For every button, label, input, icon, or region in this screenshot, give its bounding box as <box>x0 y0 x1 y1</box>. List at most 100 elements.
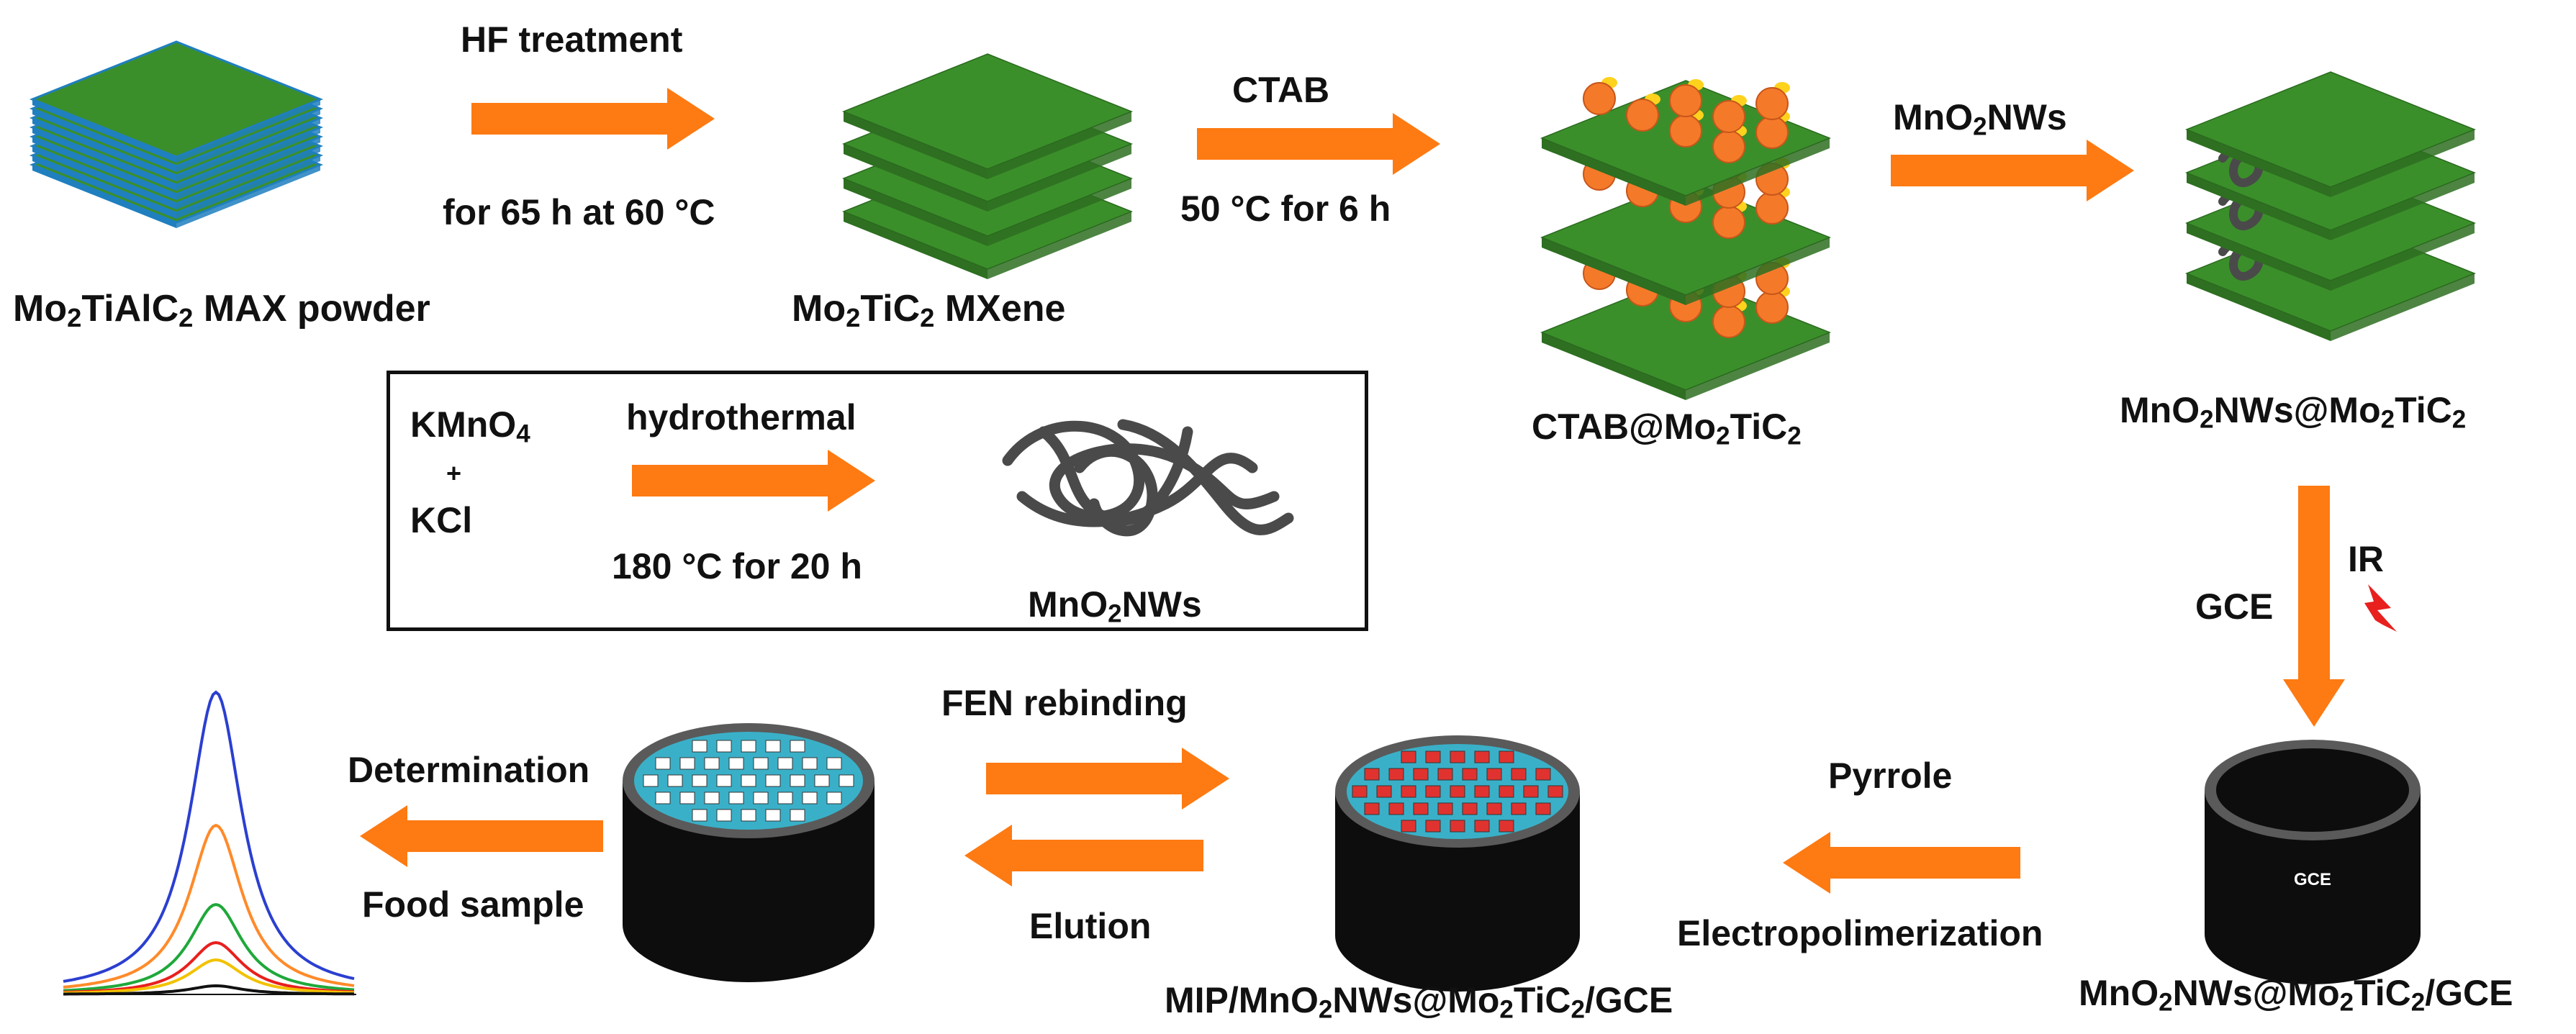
recognition-site <box>1462 802 1478 815</box>
recognition-site <box>1450 785 1465 798</box>
recognition-site <box>802 757 818 770</box>
recognition-site <box>1425 785 1441 798</box>
max-layer-edge <box>176 127 320 191</box>
max-layer-edge <box>32 155 176 219</box>
kmno4-label: KMnO4 <box>410 404 530 448</box>
recognition-site <box>716 774 732 787</box>
recognition-site <box>790 809 805 822</box>
recognition-site <box>1364 768 1380 781</box>
mno2-mxene-label: MnO2NWs@Mo2TiC2 <box>2120 390 2467 434</box>
max-layer-edge <box>176 109 320 172</box>
dpv-curves <box>63 690 356 996</box>
recognition-site <box>679 757 695 770</box>
process-arrow <box>1197 113 1440 175</box>
dpv-curve <box>63 984 355 996</box>
ctab-micelle <box>1755 116 1789 149</box>
recognition-site <box>814 774 830 787</box>
determination-label: Determination <box>348 750 590 790</box>
max-powder-label: Mo2TiAlC2 MAX powder <box>13 288 430 332</box>
recognition-site <box>777 757 793 770</box>
sheet-edge-left <box>2187 273 2331 341</box>
recognition-site <box>1413 802 1429 815</box>
recognition-site <box>728 757 744 770</box>
recognition-site <box>692 774 708 787</box>
recognition-site <box>1474 820 1490 833</box>
mno2-synthesis-inset <box>387 371 1368 631</box>
process-arrows <box>360 88 2345 894</box>
sheet-edge-left <box>2187 223 2331 291</box>
recognition-site <box>643 774 659 787</box>
sheet-edge-left <box>844 212 988 279</box>
dpv-curve <box>63 940 355 994</box>
max-layer-edge <box>176 155 320 219</box>
sheet-top <box>841 53 1134 170</box>
sheet-top <box>2184 71 2477 188</box>
process-arrow <box>1891 140 2134 201</box>
recognition-site <box>1437 802 1453 815</box>
sheet-edge-right <box>2331 223 2475 291</box>
process-arrow <box>2283 486 2345 727</box>
gce-body-text: GCE <box>2294 870 2331 889</box>
sheet-edge-right <box>1686 237 1830 305</box>
ctab-micelle <box>1669 84 1702 117</box>
nanowire-strand <box>1074 445 1158 537</box>
ir-label: IR <box>2348 539 2384 579</box>
max-layer-edge <box>32 99 176 163</box>
recognition-site <box>765 809 781 822</box>
recognition-site <box>1499 750 1514 763</box>
recognition-site <box>1523 785 1539 798</box>
sheet-edge-left <box>844 144 988 212</box>
mno2-mxene-gce-label: MnO2NWs@Mo2TiC2/GCE <box>2079 973 2513 1017</box>
recognition-site <box>741 740 756 753</box>
recognition-site <box>1499 785 1514 798</box>
elution-label: Elution <box>1029 906 1152 946</box>
recognition-site <box>1401 785 1416 798</box>
recognition-site <box>1352 785 1368 798</box>
mno2-step-label: MnO2NWs <box>1893 97 2067 141</box>
recognition-site <box>1425 750 1441 763</box>
sheet-edge-right <box>2331 273 2475 341</box>
dpv-curve <box>63 902 355 992</box>
max-layer-edge <box>176 165 320 228</box>
recognition-site <box>1437 768 1453 781</box>
sheet-edge-left <box>2187 173 2331 240</box>
recognition-site <box>741 774 756 787</box>
recognition-site <box>1413 768 1429 781</box>
recognition-site <box>1535 768 1551 781</box>
recognition-site <box>826 792 842 804</box>
ctab-micelle <box>1712 305 1745 338</box>
ctab-micelle <box>1712 130 1745 163</box>
recognition-site <box>1364 802 1380 815</box>
recognition-site <box>655 757 671 770</box>
recognition-site <box>692 740 708 753</box>
gce-electrode: GCE <box>2205 740 2421 984</box>
ctab-step-label: CTAB <box>1232 70 1330 110</box>
process-arrow <box>1783 832 2020 894</box>
ctab-conditions-label: 50 °C for 6 h <box>1180 189 1391 229</box>
recognition-site <box>826 757 842 770</box>
recognition-site <box>1401 820 1416 833</box>
sheet-edge-right <box>1686 332 1830 400</box>
mno2-nanowires-icon <box>1002 419 1294 537</box>
max-layer-edge <box>32 118 176 181</box>
sheet-edge-left <box>1542 237 1686 305</box>
nanowire-strand <box>1117 419 1294 535</box>
recognition-site <box>1401 750 1416 763</box>
sheet-edge-right <box>2331 130 2475 197</box>
recognition-site <box>655 792 671 804</box>
fen-rebinding-label: FEN rebinding <box>941 683 1188 723</box>
electrode-body <box>2205 790 2421 984</box>
gce-step-label: GCE <box>2195 586 2274 627</box>
recognition-site <box>753 792 769 804</box>
recognition-site <box>728 792 744 804</box>
ctab-micelle <box>1755 87 1789 120</box>
sheet-edge-right <box>1686 138 1830 206</box>
mxene-stack <box>841 53 1134 279</box>
max-layer-edge <box>176 118 320 181</box>
ir-spark-icon <box>2364 584 2397 632</box>
max-layer-edge <box>32 146 176 209</box>
recognition-site <box>1511 768 1527 781</box>
recognition-site <box>1450 750 1465 763</box>
recognition-site <box>802 792 818 804</box>
